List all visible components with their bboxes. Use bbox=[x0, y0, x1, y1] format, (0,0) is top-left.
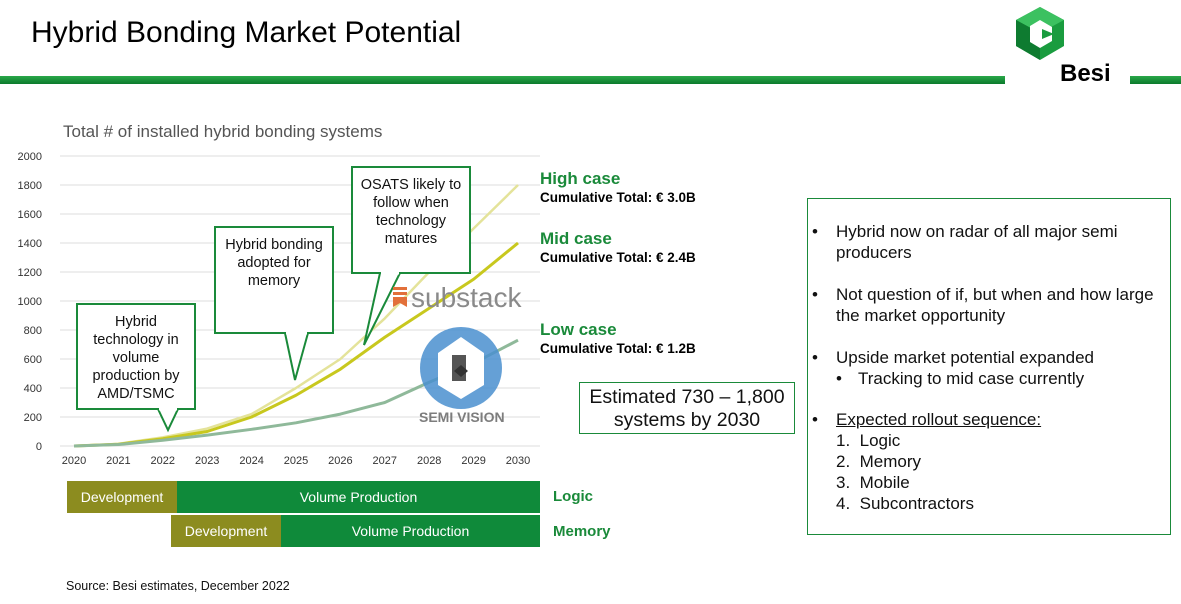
estimate-box: Estimated 730 – 1,800 systems by 2030 bbox=[579, 382, 795, 434]
low-case-label: Low case bbox=[540, 320, 617, 339]
slide-title: Hybrid Bonding Market Potential bbox=[31, 16, 462, 49]
estimate-line-2: systems by 2030 bbox=[613, 409, 761, 431]
callout-memory-text: Hybrid bonding adopted for memory bbox=[225, 237, 323, 289]
bullet-dot: • bbox=[812, 348, 818, 367]
timeline-label-memory: Memory bbox=[553, 523, 611, 540]
y-tick-label: 200 bbox=[24, 412, 42, 424]
x-tick-label: 2022 bbox=[151, 455, 175, 467]
substack-watermark: substack bbox=[393, 282, 522, 314]
chart-title: Total # of installed hybrid bonding syst… bbox=[63, 122, 383, 141]
x-tick-label: 2026 bbox=[328, 455, 352, 467]
logic-development-bar: Development bbox=[67, 481, 177, 513]
semi-vision-watermark: SEMI VISION bbox=[419, 409, 505, 425]
mid-case-label: Mid case bbox=[540, 229, 612, 248]
y-tick-label: 1000 bbox=[18, 296, 42, 308]
bullet-dot: • bbox=[812, 222, 818, 241]
rollout-step-4-text: Subcontractors bbox=[859, 494, 974, 513]
bullet-dot: • bbox=[836, 369, 842, 388]
bullet-1: • Hybrid now on radar of all major semi … bbox=[812, 221, 1152, 263]
y-tick-label: 1600 bbox=[18, 209, 42, 221]
mid-case-total: Cumulative Total: € 2.4B bbox=[540, 250, 696, 265]
bullet-4-text: Expected rollout sequence: bbox=[836, 410, 1042, 429]
high-case-label: High case bbox=[540, 169, 621, 188]
y-tick-label: 2000 bbox=[18, 151, 42, 163]
callout-osats-text: OSATS likely to follow when technology m… bbox=[360, 177, 462, 247]
header-bar-right bbox=[1130, 76, 1181, 84]
callout-osats: OSATS likely to follow when technology m… bbox=[351, 166, 471, 274]
x-tick-label: 2028 bbox=[417, 455, 441, 467]
memory-volume-bar: Volume Production bbox=[281, 515, 540, 547]
rollout-step-3: 3. Mobile bbox=[836, 473, 910, 492]
semi-vision-logo-icon bbox=[420, 327, 502, 409]
memory-development-bar: Development bbox=[171, 515, 281, 547]
x-tick-label: 2024 bbox=[239, 455, 263, 467]
rollout-step-1-text: Logic bbox=[859, 431, 901, 450]
rollout-step-2: 2. Memory bbox=[836, 452, 922, 471]
substack-watermark-text: substack bbox=[411, 282, 522, 313]
callout-amd-tsmc-text: Hybrid technology in volume production b… bbox=[92, 314, 180, 402]
bullet-2-text: Not question of if, but when and how lar… bbox=[836, 285, 1154, 325]
callout-amd-tsmc: Hybrid technology in volume production b… bbox=[76, 303, 196, 410]
callout-memory: Hybrid bonding adopted for memory bbox=[214, 226, 334, 334]
y-tick-label: 1400 bbox=[18, 238, 42, 250]
y-tick-label: 800 bbox=[24, 325, 42, 337]
x-tick-label: 2030 bbox=[506, 455, 530, 467]
bullet-dot: • bbox=[812, 410, 818, 429]
x-tick-label: 2025 bbox=[284, 455, 308, 467]
key-points-box: • Hybrid now on radar of all major semi … bbox=[807, 198, 1171, 535]
bullet-4: • Expected rollout sequence: bbox=[812, 409, 1162, 430]
estimate-line-1: Estimated 730 – 1,800 bbox=[589, 386, 785, 408]
y-tick-label: 600 bbox=[24, 354, 42, 366]
y-tick-label: 1200 bbox=[18, 267, 42, 279]
x-tick-label: 2027 bbox=[373, 455, 397, 467]
besi-hexagon-logo-icon bbox=[1016, 7, 1064, 60]
bullet-1-text: Hybrid now on radar of all major semi pr… bbox=[836, 222, 1118, 262]
logic-volume-bar: Volume Production bbox=[177, 481, 540, 513]
low-case-total: Cumulative Total: € 1.2B bbox=[540, 341, 696, 356]
brand-name: Besi bbox=[1060, 60, 1111, 87]
y-tick-label: 1800 bbox=[18, 180, 42, 192]
header-bar bbox=[0, 76, 1005, 84]
rollout-step-1: 1. Logic bbox=[836, 431, 901, 450]
x-tick-label: 2029 bbox=[461, 455, 485, 467]
bullet-2: • Not question of if, but when and how l… bbox=[812, 284, 1162, 326]
rollout-step-4: 4. Subcontractors bbox=[836, 494, 974, 513]
source-note: Source: Besi estimates, December 2022 bbox=[66, 579, 290, 593]
x-tick-label: 2021 bbox=[106, 455, 130, 467]
bullet-dot: • bbox=[812, 285, 818, 304]
rollout-step-2-text: Memory bbox=[859, 452, 922, 471]
substack-icon bbox=[393, 287, 407, 307]
bullet-3-sub: • Tracking to mid case currently bbox=[836, 368, 1156, 389]
high-case-total: Cumulative Total: € 3.0B bbox=[540, 190, 696, 205]
x-tick-label: 2020 bbox=[62, 455, 86, 467]
x-tick-label: 2023 bbox=[195, 455, 219, 467]
bullet-3-text: Upside market potential expanded bbox=[836, 348, 1094, 367]
bullet-3-sub-text: Tracking to mid case currently bbox=[858, 369, 1085, 388]
bullet-3: • Upside market potential expanded bbox=[812, 347, 1162, 368]
timeline-label-logic: Logic bbox=[553, 488, 593, 505]
rollout-step-3-text: Mobile bbox=[859, 473, 910, 492]
y-tick-label: 400 bbox=[24, 383, 42, 395]
y-tick-label: 0 bbox=[36, 441, 42, 453]
